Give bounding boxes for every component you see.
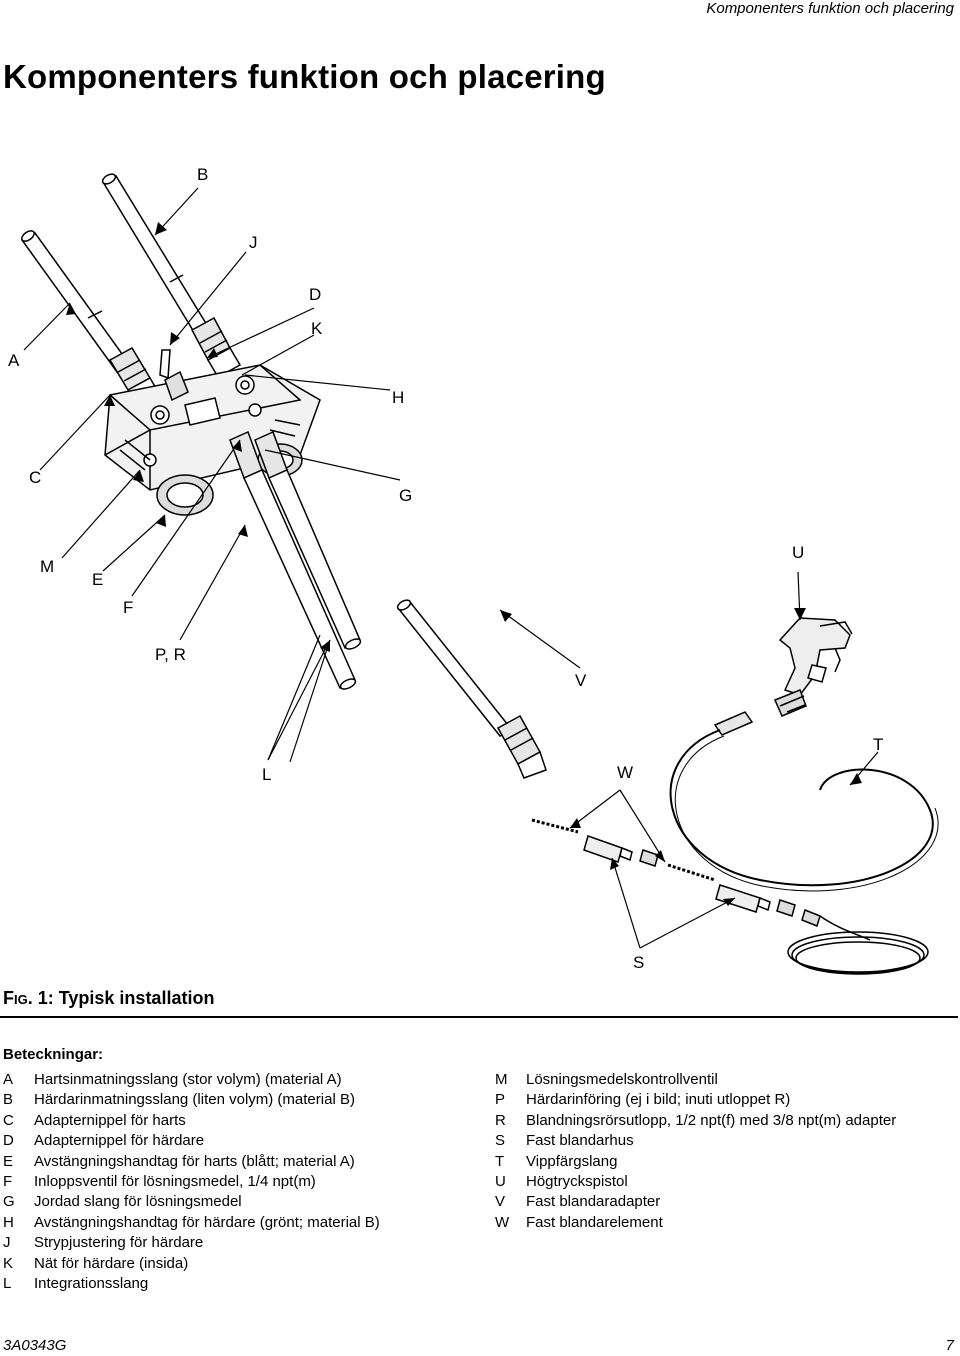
legend-letter: A xyxy=(3,1071,14,1088)
hose-a-drawing xyxy=(20,230,162,409)
legend-right-column: M Lösningsmedelskontrollventil P Härdarinf… xyxy=(495,1070,896,1233)
legend-letter: B xyxy=(3,1091,14,1109)
legend-text: Vippfärgslang xyxy=(526,1152,618,1170)
caption-text: . 1: Typisk installation xyxy=(27,988,215,1008)
legend-letter: V xyxy=(495,1193,506,1211)
installation-drawing: B J D K A H C G M E F P, R U V T L W S xyxy=(8,165,939,975)
caption-prefix-large: F xyxy=(3,988,14,1008)
legend-item: G Jordad slang för lösningsmedel xyxy=(3,1192,380,1212)
leader-lines xyxy=(23,187,879,949)
legend-letter: H xyxy=(3,1213,14,1231)
legend-item: F Inloppsventil för lösningsmedel, 1/4 np… xyxy=(3,1172,380,1192)
legend-text: Härdarinföring (ej i bild; inuti utloppe… xyxy=(526,1091,791,1109)
legend-letter: G xyxy=(3,1193,15,1211)
legend-item: M Lösningsmedelskontrollventil xyxy=(495,1070,896,1090)
legend-text: Fast blandarelement xyxy=(526,1213,663,1231)
callout-w: W xyxy=(617,763,633,782)
legend-letter: C xyxy=(3,1111,14,1129)
legend-text: Fast blandaradapter xyxy=(526,1193,661,1211)
hose-v-drawing xyxy=(396,599,547,779)
callout-e: E xyxy=(92,570,103,589)
legend-letter: T xyxy=(495,1152,505,1170)
legend-letter: L xyxy=(3,1274,12,1292)
legend-letter: F xyxy=(3,1172,13,1190)
legend-letter: S xyxy=(495,1132,506,1150)
hose-l-drawing xyxy=(229,430,362,690)
legend-item: A Hartsinmatningsslang (stor volym) (mate… xyxy=(3,1070,380,1090)
callout-j: J xyxy=(249,233,258,252)
legend-item: H Avstängningshandtag för härdare (grönt;… xyxy=(3,1213,380,1233)
callout-pr: P, R xyxy=(155,645,186,664)
legend-text: Lösningsmedelskontrollventil xyxy=(526,1071,718,1088)
hose-t-drawing xyxy=(669,711,939,975)
legend-letter: E xyxy=(3,1152,14,1170)
callout-b: B xyxy=(197,165,208,184)
legend-item: T Vippfärgslang xyxy=(495,1152,896,1172)
legend-item: D Adapternippel för härdare xyxy=(3,1131,380,1151)
legend-letter: J xyxy=(3,1234,11,1252)
mixer-parts-drawing xyxy=(531,818,821,928)
running-header: Komponenters funktion och placering xyxy=(706,0,954,17)
installation-figure: B J D K A H C G M E F P, R U V T L W S xyxy=(0,150,960,980)
legend-text: Strypjustering för härdare xyxy=(34,1234,204,1252)
legend-item: V Fast blandaradapter xyxy=(495,1192,896,1212)
figure-caption: FIG. 1: Typisk installation xyxy=(3,988,214,1009)
callout-t: T xyxy=(873,735,883,754)
legend-text: Hartsinmatningsslang (stor volym) (mater… xyxy=(34,1071,342,1088)
page-title: Komponenters funktion och placering xyxy=(3,58,606,95)
legend-letter: U xyxy=(495,1172,506,1190)
doc-number: 3A0343G xyxy=(3,1337,67,1354)
legend-letter: D xyxy=(3,1132,14,1150)
manifold-drawing xyxy=(104,349,321,516)
legend-item: P Härdarinföring (ej i bild; inuti utlopp… xyxy=(495,1090,896,1110)
legend-text: Adapternippel för härdare xyxy=(34,1132,205,1150)
callout-g: G xyxy=(399,486,412,505)
callout-k: K xyxy=(311,319,323,338)
legend-letter: K xyxy=(3,1254,14,1272)
legend-letter: R xyxy=(495,1111,506,1129)
legend-item: W Fast blandarelement xyxy=(495,1213,896,1233)
legend-item: B Härdarinmatningsslang (liten volym) (ma… xyxy=(3,1090,380,1110)
legend-text: Blandningsrörsutlopp, 1/2 npt(f) med 3/8… xyxy=(526,1111,897,1129)
legend-item: C Adapternippel för harts xyxy=(3,1111,380,1131)
callout-l: L xyxy=(262,765,271,784)
legend-text: Avstängningshandtag för härdare (grönt; … xyxy=(34,1213,380,1231)
callout-h: H xyxy=(392,388,404,407)
legend-text: Inloppsventil för lösningsmedel, 1/4 npt… xyxy=(34,1172,316,1190)
legend-left-column: A Hartsinmatningsslang (stor volym) (mate… xyxy=(3,1070,380,1294)
legend-text: Integrationsslang xyxy=(34,1274,149,1292)
callout-m: M xyxy=(40,557,54,576)
legend-text: Högtryckspistol xyxy=(526,1172,628,1190)
callout-c: C xyxy=(29,468,41,487)
callout-a: A xyxy=(8,351,20,370)
legend-item: J Strypjustering för härdare xyxy=(3,1233,380,1253)
section-divider xyxy=(0,1016,958,1018)
hose-b-drawing xyxy=(101,173,242,379)
legend-item: R Blandningsrörsutlopp, 1/2 npt(f) med 3/… xyxy=(495,1111,896,1131)
legend-item: E Avstängningshandtag för harts (blått; m… xyxy=(3,1152,380,1172)
callout-d: D xyxy=(309,285,321,304)
legend-letter: M xyxy=(495,1071,508,1088)
legend-text: Härdarinmatningsslang (liten volym) (mat… xyxy=(34,1091,355,1109)
callout-u: U xyxy=(792,543,804,562)
legend-item: S Fast blandarhus xyxy=(495,1131,896,1151)
callout-v: V xyxy=(575,671,587,690)
spray-gun-drawing xyxy=(774,617,853,717)
legend-text: Avstängningshandtag för harts (blått; ma… xyxy=(34,1152,355,1170)
legend-text: Nät för härdare (insida) xyxy=(34,1254,189,1272)
legend-letter: W xyxy=(495,1213,510,1231)
legend-text: Fast blandarhus xyxy=(526,1132,634,1150)
legend-item: K Nät för härdare (insida) xyxy=(3,1254,380,1274)
legend-item: L Integrationsslang xyxy=(3,1274,380,1294)
page-number: 7 xyxy=(945,1337,954,1354)
legend-text: Adapternippel för harts xyxy=(34,1111,186,1129)
legend-heading: Beteckningar: xyxy=(3,1046,104,1063)
callout-s: S xyxy=(633,953,644,972)
legend-text: Jordad slang för lösningsmedel xyxy=(34,1193,242,1211)
legend-letter: P xyxy=(495,1091,506,1109)
caption-prefix-small: IG xyxy=(14,992,28,1007)
callout-f: F xyxy=(123,598,133,617)
legend-item: U Högtryckspistol xyxy=(495,1172,896,1192)
arrowheads xyxy=(66,222,862,906)
